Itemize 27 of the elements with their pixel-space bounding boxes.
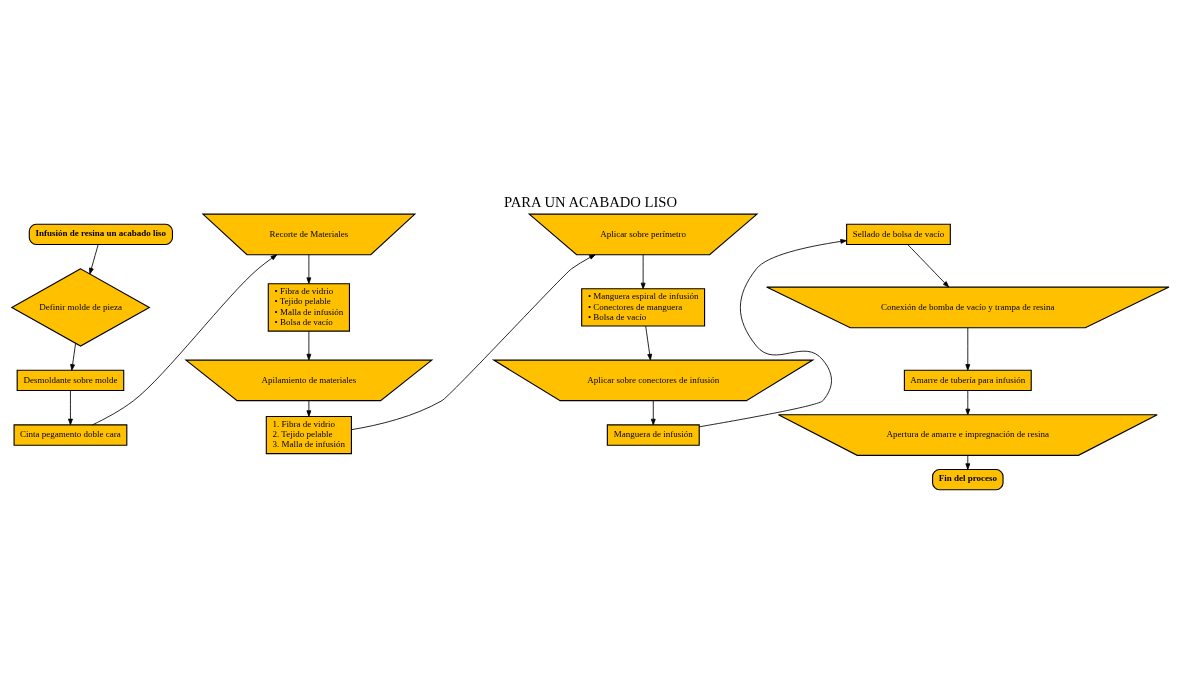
arrow [965,389,971,415]
arrow [89,243,99,274]
arrow [351,253,596,430]
node-box: 1. Fibra de vidrio 2. Tejido pelable 3. Malla de infusión [265,415,352,454]
arrow [650,399,656,425]
node-box: • Manguera espiral de infusión • Conectores de manguera • Bolsa de vacío [581,287,706,327]
arrow [907,243,950,287]
node-box: Amarre de tubería para infusión [903,369,1032,391]
arrow [645,325,653,360]
diagram-title: PARA UN ACABADO LISO [503,193,678,210]
node-box: Fin del proceso [932,468,1004,490]
arrow [70,342,77,371]
node-box: Sellado de bolsa de vacío [846,223,951,245]
node-box: Manguera de infusión [606,423,700,446]
arrow [68,389,73,425]
node-box: Desmoldante sobre molde [16,369,125,391]
arrow [306,330,312,360]
arrow [91,253,278,425]
node-box: • Fibra de vidrio • Tejido pelable • Malla de infusión • Bolsa de vacío [267,282,351,332]
node-box: Infusión de resina un acabado liso [28,223,174,245]
arrow [965,454,971,470]
arrow [306,253,312,284]
arrow [306,399,312,417]
arrow [965,326,971,371]
arrow [640,253,646,289]
node-box: Cinta pegamento doble cara [13,423,128,446]
arrow [698,238,847,427]
